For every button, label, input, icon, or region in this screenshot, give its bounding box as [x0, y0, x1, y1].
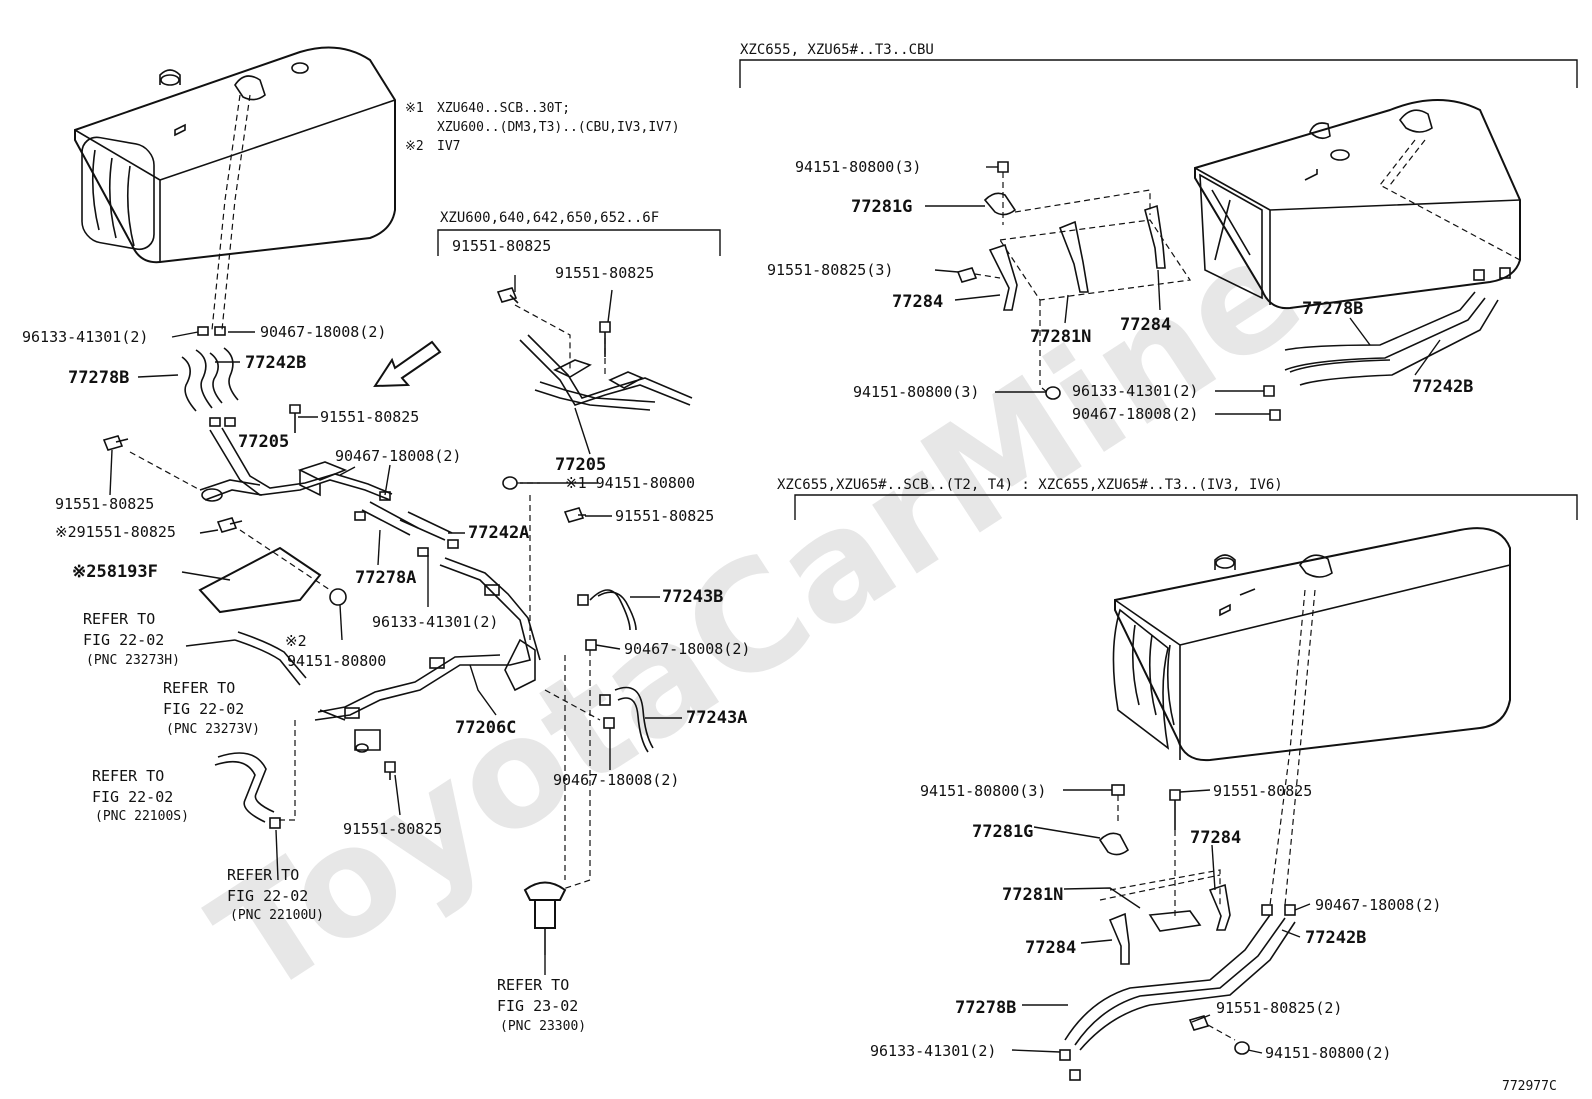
label-77278b-br: 77278B	[955, 998, 1016, 1018]
ref1-line2: FIG 22-02	[83, 631, 164, 649]
left-pipe-bracket	[199, 427, 393, 502]
label-77242b-tr: 77242B	[1412, 377, 1473, 397]
screws-left	[102, 404, 396, 780]
label-94151-80800-mid: ※1 94151-80800	[565, 474, 695, 492]
bottom-right-section	[794, 494, 1578, 1081]
label-77206c: 77206C	[455, 718, 516, 738]
label-90467-18008-tr: 90467-18008(2)	[1072, 405, 1198, 423]
label-90467-18008-br: 90467-18008(2)	[1315, 896, 1441, 914]
ref1-line1: REFER TO	[83, 610, 155, 628]
label-90467-18008-mid-a: 90467-18008(2)	[624, 640, 750, 658]
leader-lines	[109, 166, 1441, 1054]
label-94151-80800-br-b: 94151-80800(2)	[1265, 1044, 1391, 1062]
label-94151-80800-tr-a: 94151-80800(3)	[795, 158, 921, 176]
label-77278b-tr: 77278B	[1302, 299, 1363, 319]
label-77278a: 77278A	[355, 568, 416, 588]
main-pipes	[314, 557, 541, 753]
label-90467-18008-left-b: 90467-18008(2)	[335, 447, 461, 465]
label-90467-18008-mid-b: 90467-18008(2)	[553, 771, 679, 789]
label-91551-80825-left-b: 91551-80825	[55, 495, 154, 513]
label-77284-tr-b: 77284	[1120, 315, 1171, 335]
ref3-line3: (PNC 22100S)	[95, 809, 189, 824]
label-77281g-tr: 77281G	[851, 197, 912, 217]
ref4-line2: FIG 22-02	[227, 887, 308, 905]
note-1-mark: ※1	[405, 101, 424, 116]
label-96133-41301-tr: 96133-41301(2)	[1072, 382, 1198, 400]
header-top-right: XZC655, XZU65#..T3..CBU	[740, 42, 934, 58]
label-77281n-tr: 77281N	[1030, 327, 1091, 347]
middle-section	[437, 229, 721, 955]
header-mid: XZU600,640,642,650,652..6F	[440, 210, 659, 226]
label-58193f: ※258193F	[72, 562, 158, 582]
label-77281n-br: 77281N	[1002, 885, 1063, 905]
diagram-id: 772977C	[1502, 1079, 1557, 1094]
ref3-line2: FIG 22-02	[92, 788, 173, 806]
label-91551-80825-left-c: ※291551-80825	[55, 523, 176, 541]
note-1-line1: XZU640..SCB..30T;	[437, 101, 570, 116]
note-1-line2: XZU600..(DM3,T3)..(CBU,IV3,IV7)	[437, 120, 680, 135]
label-77242a: 77242A	[468, 523, 529, 543]
label-77243b: 77243B	[662, 587, 723, 607]
label-77281g-br: 77281G	[972, 822, 1033, 842]
top-right-section	[739, 59, 1578, 421]
ref2-line3: (PNC 23273V)	[166, 722, 260, 737]
ref4-line1: REFER TO	[227, 866, 299, 884]
ref2-line2: FIG 22-02	[163, 700, 244, 718]
note-2-line1: IV7	[437, 139, 460, 154]
label-94151-80800-tr-b: 94151-80800(3)	[853, 383, 979, 401]
ref5-line2: FIG 23-02	[497, 997, 578, 1015]
ref1-line3: (PNC 23273H)	[86, 653, 180, 668]
label-94151-80800-left: 94151-80800	[287, 652, 386, 670]
label-96133-41301-left: 96133-41301(2)	[22, 328, 148, 346]
label-91551-80825-mid-a: 91551-80825	[452, 237, 551, 255]
label-96133-41301-left-b: 96133-41301(2)	[372, 613, 498, 631]
header-bottom-right: XZC655,XZU65#..SCB..(T2, T4) : XZC655,XZ…	[777, 477, 1283, 493]
label-91551-80825-br-a: 91551-80825	[1213, 782, 1312, 800]
label-77243a: 77243A	[686, 708, 747, 728]
label-91551-80825-left-a: 91551-80825	[320, 408, 419, 426]
label-77205-mid: 77205	[555, 455, 606, 475]
label-91551-80825-tr: 91551-80825(3)	[767, 261, 893, 279]
ref5-line3: (PNC 23300)	[500, 1019, 586, 1034]
label-91551-80825-br-b: 91551-80825(2)	[1216, 999, 1342, 1017]
left-hoses	[181, 326, 239, 427]
ref3-line1: REFER TO	[92, 767, 164, 785]
label-96133-41301-br: 96133-41301(2)	[870, 1042, 996, 1060]
ref2-line1: REFER TO	[163, 679, 235, 697]
label-note-2-left: ※2	[285, 632, 307, 650]
note-2-mark: ※2	[405, 139, 424, 154]
label-91551-80825-mid-c: 91551-80825	[615, 507, 714, 525]
label-77242b-left: 77242B	[245, 353, 306, 373]
label-77284-tr-a: 77284	[892, 292, 943, 312]
label-77278b-left: 77278B	[68, 368, 129, 388]
label-94151-80800-br-a: 94151-80800(3)	[920, 782, 1046, 800]
ref5-line1: REFER TO	[497, 976, 569, 994]
label-77205-left: 77205	[238, 432, 289, 452]
label-77242b-br: 77242B	[1305, 928, 1366, 948]
bracket-58193f	[198, 546, 322, 614]
fuel-tank-left	[74, 46, 396, 264]
label-77284-br-b: 77284	[1025, 938, 1076, 958]
label-91551-80825-left-d: 91551-80825	[343, 820, 442, 838]
direction-arrow	[373, 340, 442, 388]
ref4-line3: (PNC 22100U)	[230, 908, 324, 923]
label-90467-18008-left: 90467-18008(2)	[260, 323, 386, 341]
label-77284-br-a: 77284	[1190, 828, 1241, 848]
label-91551-80825-mid-b: 91551-80825	[555, 264, 654, 282]
